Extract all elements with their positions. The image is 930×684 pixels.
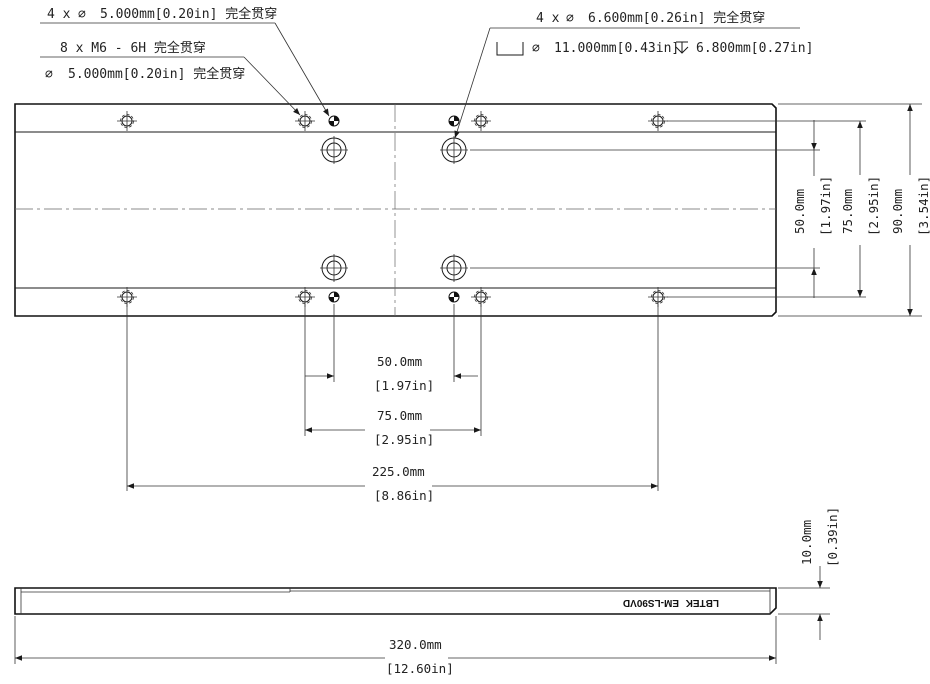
callout-5mm-count: 4 x — [47, 7, 71, 22]
diameter-icon: ⌀ — [78, 7, 86, 22]
counterbore-symbol — [496, 42, 524, 56]
engraved-label: LBTEK EM-LS90VD — [623, 597, 719, 608]
dim-h75-mm: 75.0mm — [377, 408, 422, 423]
through-hole-5mm — [328, 291, 340, 303]
callout-m6-line2: 5.000mm[0.20in] 完全贯穿 — [68, 66, 245, 82]
m6-hole — [117, 111, 137, 131]
dim-v10-in: [0.39in] — [825, 507, 840, 567]
dim-h50-mm: 50.0mm — [377, 354, 422, 369]
m6-threaded-holes — [117, 111, 668, 307]
callout-66-count: 4 x — [536, 11, 560, 26]
callout-5mm-holes: 4 x ⌀ 5.000mm[0.20in] 完全贯穿 — [40, 6, 330, 117]
plate-outline — [14, 103, 777, 317]
dim-v75-mm: 75.0mm — [840, 189, 855, 234]
counterbore-hole — [440, 254, 468, 282]
counterbore-hole — [320, 136, 348, 164]
m6-hole — [471, 111, 491, 131]
side-view-plate: LBTEK EM-LS90VD — [14, 587, 777, 615]
dim-h320-in: [12.60in] — [386, 661, 454, 676]
m6-hole — [471, 287, 491, 307]
diameter-icon: ⌀ — [532, 41, 540, 56]
callout-depth-spec: 6.800mm[0.27in] — [696, 41, 813, 56]
brand-logo-text: LBTEK — [685, 597, 719, 608]
thickness-dimension: 10.0mm [0.39in] — [778, 507, 840, 640]
dim-h225-mm: 225.0mm — [372, 464, 425, 479]
side-plate-outline — [14, 587, 777, 615]
dim-v90-in: [3.54in] — [916, 176, 930, 236]
through-hole-5mm — [328, 115, 340, 127]
callout-counterbore-spec: 11.000mm[0.43in] — [554, 41, 679, 56]
callout-66-spec: 6.600mm[0.26in] 完全贯穿 — [588, 10, 765, 26]
through-holes-5mm — [328, 115, 460, 303]
length-dimension: 320.0mm [12.60in] — [14, 616, 777, 676]
dim-h320-mm: 320.0mm — [389, 637, 442, 652]
through-hole-5mm — [448, 115, 460, 127]
counterbore-hole — [440, 136, 468, 164]
m6-hole — [648, 287, 668, 307]
dim-h75-in: [2.95in] — [374, 432, 434, 447]
callout-6-6mm-holes: 4 x ⌀ 6.600mm[0.26in] 完全贯穿 ⌀ 11.000mm[0.… — [454, 10, 813, 139]
callout-m6-line1: 8 x M6 - 6H 完全贯穿 — [60, 40, 206, 56]
m6-hole — [648, 111, 668, 131]
horizontal-dimensions: 50.0mm [1.97in] 75.0mm [2.95in] 225.0mm … — [126, 304, 659, 503]
dim-v90-mm: 90.0mm — [890, 189, 905, 234]
counterbored-holes — [320, 136, 468, 282]
dim-v10-mm: 10.0mm — [799, 520, 814, 565]
through-hole-5mm — [448, 291, 460, 303]
diameter-icon: ⌀ — [566, 11, 574, 26]
depth-symbol — [675, 41, 689, 54]
dim-h225-in: [8.86in] — [374, 488, 434, 503]
dim-v50-in: [1.97in] — [818, 176, 833, 236]
callout-5mm-spec: 5.000mm[0.20in] 完全贯穿 — [100, 6, 277, 22]
m6-hole — [117, 287, 137, 307]
diameter-icon: ⌀ — [45, 67, 53, 82]
callout-m6-holes: 8 x M6 - 6H 完全贯穿 ⌀ 5.000mm[0.20in] 完全贯穿 — [40, 40, 301, 116]
counterbore-hole — [320, 254, 348, 282]
dim-v75-in: [2.95in] — [866, 176, 881, 236]
model-text: EM-LS90VD — [623, 597, 679, 608]
m6-hole — [295, 111, 315, 131]
dim-h50-in: [1.97in] — [374, 378, 434, 393]
dim-v50-mm: 50.0mm — [792, 189, 807, 234]
top-view-plate — [14, 103, 777, 317]
vertical-dimensions: 50.0mm [1.97in] 75.0mm [2.95in] 90.0mm [… — [470, 103, 930, 317]
m6-hole — [295, 287, 315, 307]
